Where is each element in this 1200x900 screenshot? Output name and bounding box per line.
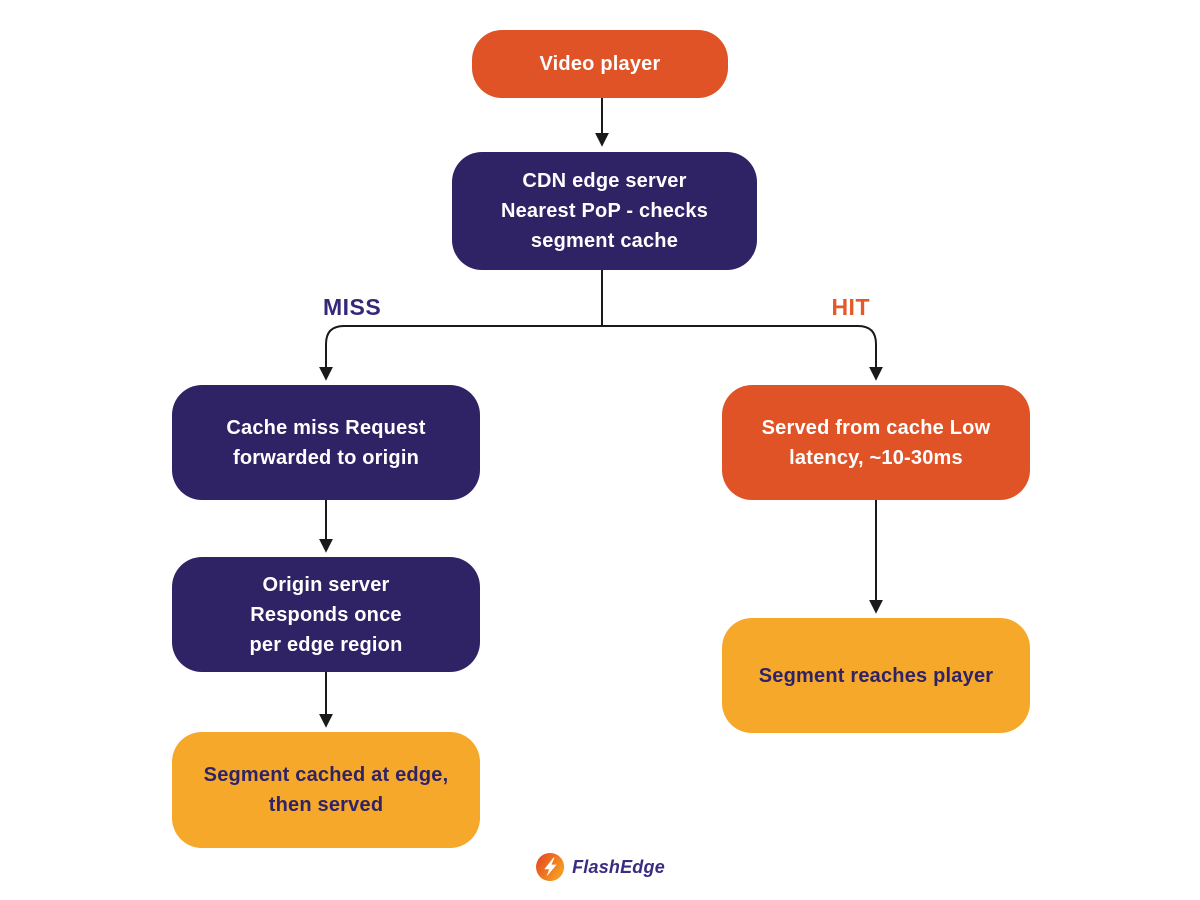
node-label-served-from-cache: Served from cache Low latency, ~10-30ms [761,416,991,469]
node-video-player: Video player [472,30,728,98]
flashedge-logo: FlashEdge [535,852,665,882]
node-origin-server: Origin server Responds once per edge reg… [172,557,480,672]
node-segment-reaches-player: Segment reaches player [722,618,1030,733]
branch-label-miss: MISS [323,294,382,320]
node-label-segment-cached-at-edge: Segment cached at edge, then served [203,764,449,816]
node-label-video-player: Video player [539,53,661,75]
logo-text: FlashEdge [572,856,665,877]
node-label-origin-server: Origin server Responds once per edge reg… [249,573,403,656]
edge-junction-to-cache-miss [319,325,602,381]
lightning-bolt-icon [535,852,565,882]
node-cdn-edge-server: CDN edge server Nearest PoP - checks seg… [452,152,757,270]
node-label-cache-miss: Cache miss Request forwarded to origin [226,416,426,469]
node-label-segment-reaches-player: Segment reaches player [758,664,994,687]
branch-label-hit: HIT [831,294,870,320]
edge-junction-to-served-from-cache [602,325,883,381]
node-cache-miss: Cache miss Request forwarded to origin [172,385,480,500]
node-served-from-cache: Served from cache Low latency, ~10-30ms [722,385,1030,500]
node-label-cdn-edge-server: CDN edge server Nearest PoP - checks seg… [500,170,709,252]
node-segment-cached-at-edge: Segment cached at edge, then served [172,732,480,848]
